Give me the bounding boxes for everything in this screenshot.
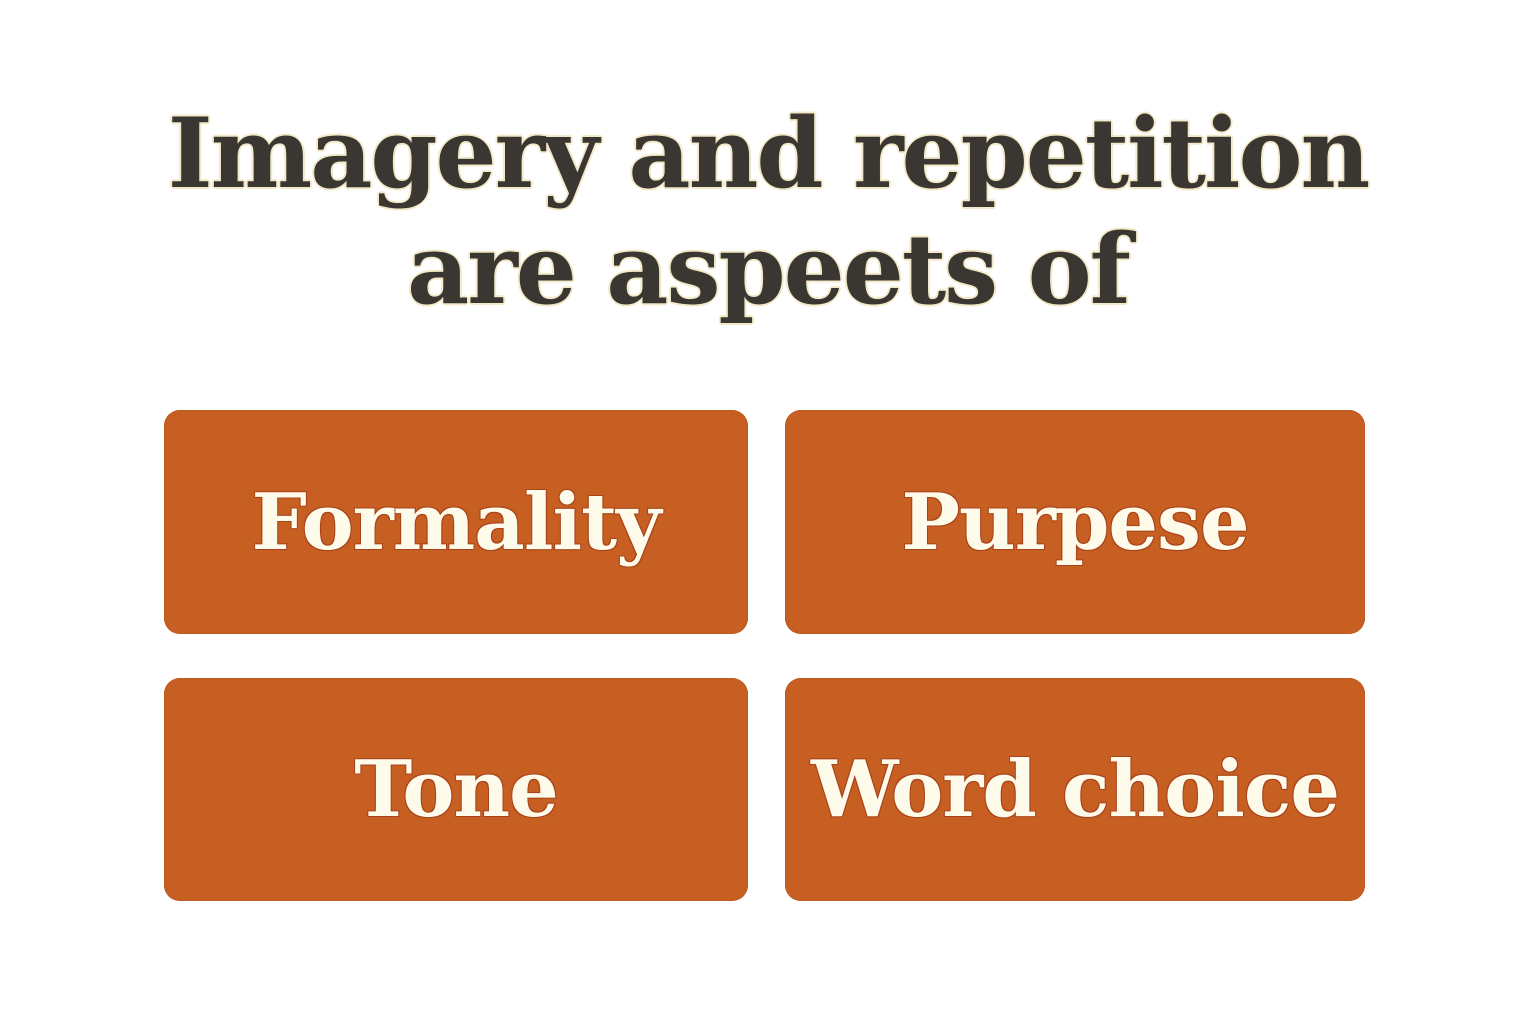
answer-option-label: Formality: [251, 476, 662, 568]
answer-option-tone[interactable]: Tone: [164, 678, 748, 901]
question-line-1: Imagery and repetition: [167, 97, 1371, 210]
answer-option-formality[interactable]: Formality: [164, 410, 748, 634]
question-line-2: are aspeets of: [407, 213, 1131, 326]
answer-option-label: Purpese: [901, 476, 1249, 568]
question-heading: Imagery and repetition are aspeets of: [0, 96, 1536, 328]
answer-option-word-choice[interactable]: Word choice: [785, 678, 1365, 901]
answer-option-label: Word choice: [810, 744, 1340, 835]
answer-option-purpose[interactable]: Purpese: [785, 410, 1365, 634]
answer-option-label: Tone: [354, 744, 558, 835]
